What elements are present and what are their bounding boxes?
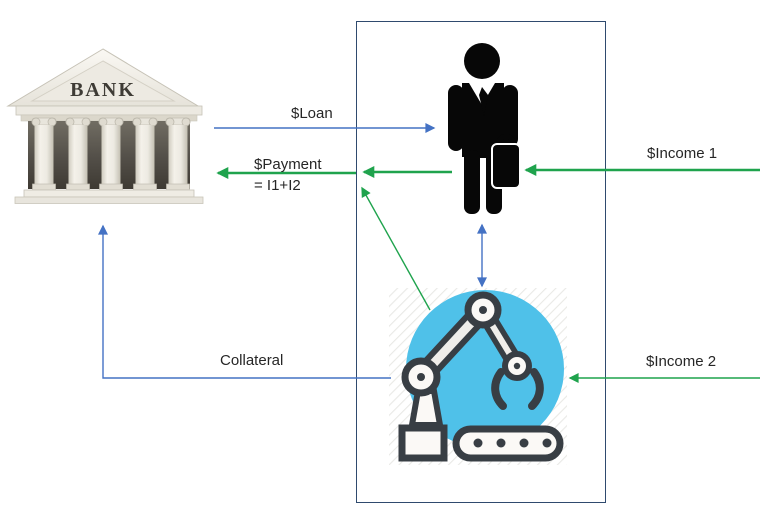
businessman-icon bbox=[438, 42, 528, 220]
loan-label: $Loan bbox=[291, 105, 333, 122]
payment-label: $Payment = I1+I2 bbox=[254, 154, 322, 196]
bank-building-icon: BANK bbox=[6, 40, 212, 209]
payment-label-line2: = I1+I2 bbox=[254, 177, 301, 194]
briefcase-icon bbox=[491, 134, 521, 189]
payment-label-line1: $Payment bbox=[254, 156, 322, 173]
bank-columns bbox=[31, 117, 191, 191]
bank-sign-text: BANK bbox=[70, 79, 136, 101]
collateral-label: Collateral bbox=[220, 352, 284, 369]
income1-label: $Income 1 bbox=[647, 145, 718, 162]
robot-arm-icon bbox=[388, 287, 568, 471]
income2-label: $Income 2 bbox=[646, 353, 717, 370]
